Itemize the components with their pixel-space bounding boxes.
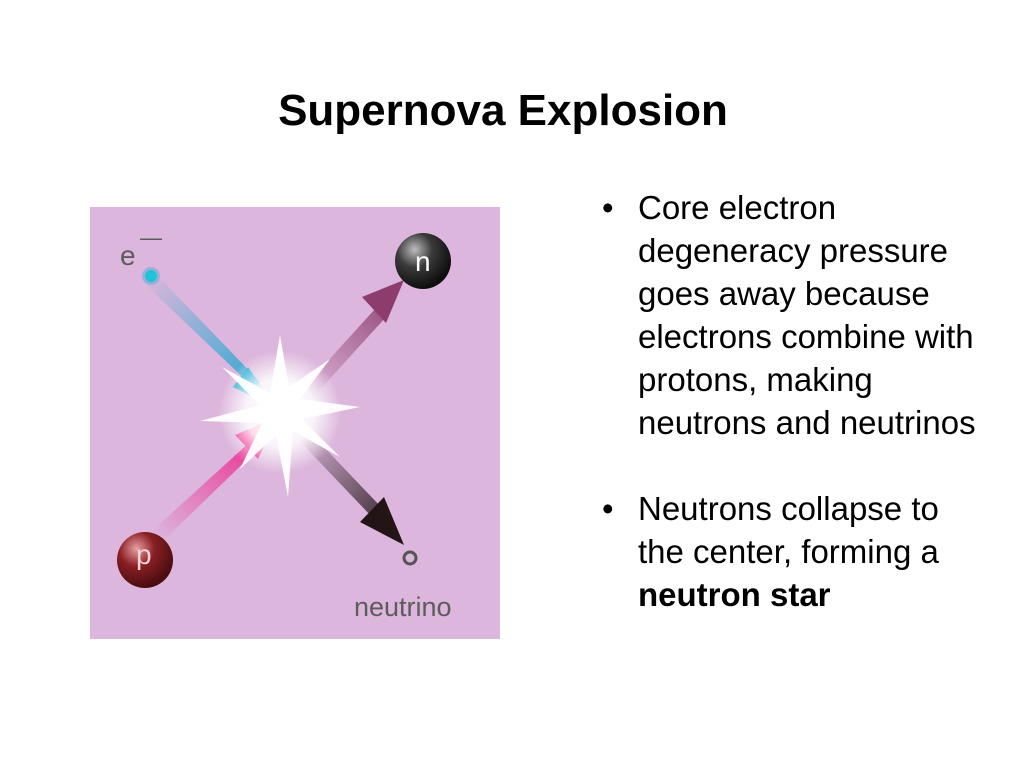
bullet-symbol: •: [602, 189, 614, 226]
bullet-text: Core electron degeneracy pressure goes a…: [638, 189, 976, 441]
bullet-item: • Core electron degeneracy pressure goes…: [598, 186, 978, 444]
bullet-item: • Neutrons collapse to the center, formi…: [598, 487, 978, 616]
neutrino-label: neutrino: [354, 592, 452, 622]
electron-charge-label: —: [140, 225, 162, 250]
bullet-text: Neutrons collapse to the center, forming…: [638, 490, 939, 570]
diagram-canvas: e — n p neutrino: [90, 207, 500, 639]
collision-burst-icon: [200, 335, 360, 497]
proton-label: p: [136, 539, 152, 570]
neutron-particle: [395, 233, 451, 289]
slide-title: Supernova Explosion: [278, 86, 728, 135]
bullet-bold-text: neutron star: [638, 576, 831, 613]
bullet-symbol: •: [602, 490, 614, 527]
electron-particle: [142, 267, 160, 285]
neutrino-particle: [402, 550, 418, 566]
neutron-formation-diagram: e — n p neutrino: [90, 207, 500, 639]
bullet-list: • Core electron degeneracy pressure goes…: [598, 186, 978, 616]
electron-label: e: [120, 240, 136, 271]
proton-particle: [117, 532, 173, 588]
neutron-label: n: [415, 246, 431, 277]
